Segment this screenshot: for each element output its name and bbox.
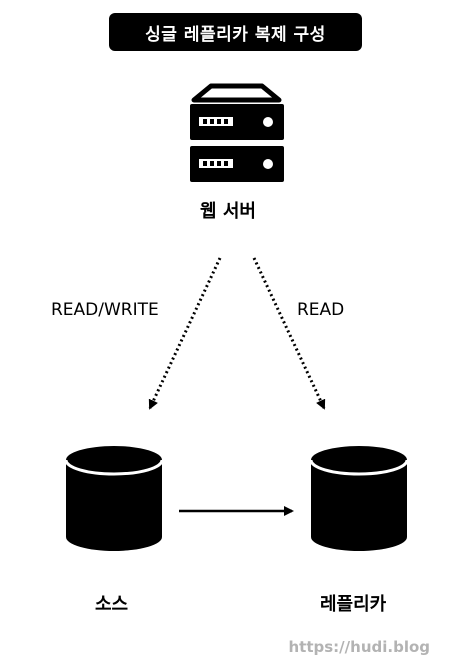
replica-database-icon xyxy=(309,446,409,551)
watermark: https://hudi.blog xyxy=(288,638,431,656)
web-server-label: 웹 서버 xyxy=(200,201,256,222)
edge-read xyxy=(252,257,326,410)
diagram-title: 싱글 레플리카 복제 구성 xyxy=(109,13,362,51)
source-database-icon xyxy=(64,446,164,551)
source-label: 소스 xyxy=(95,594,129,615)
edge-read-write xyxy=(148,257,222,410)
edge-label-read-write: READ/WRITE xyxy=(51,300,159,320)
replica-label: 레플리카 xyxy=(320,594,387,615)
server-icon xyxy=(190,83,284,182)
edge-label-read: READ xyxy=(297,300,345,320)
